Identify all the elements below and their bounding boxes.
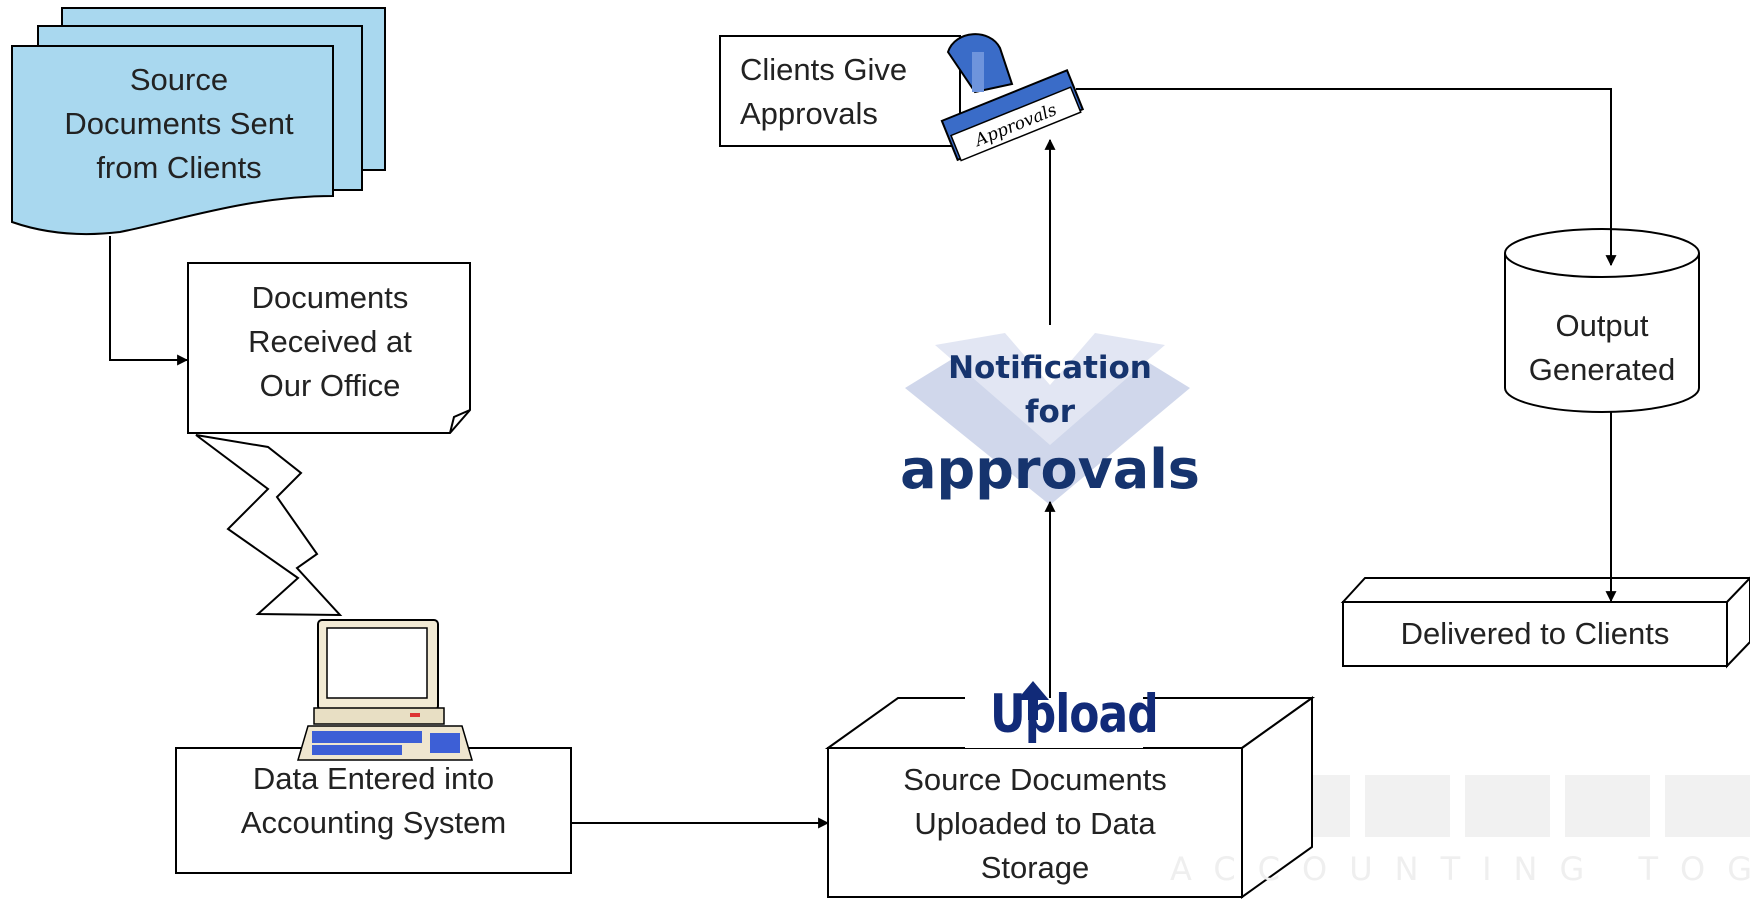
watermark-logo	[1165, 775, 1750, 837]
notification-line-2: for	[1024, 394, 1076, 430]
data-entered-line-1: Data Entered into	[252, 761, 495, 796]
documents-received-line-1: Documents	[251, 280, 409, 315]
source-documents-line-1: Source	[129, 62, 229, 97]
notification-label: Notification for	[920, 346, 1180, 434]
source-documents-line-3: from Clients	[96, 150, 262, 185]
uploaded-label: Source Documents Uploaded to Data Storag…	[830, 758, 1240, 890]
clients-approval-label: Clients Give Approvals	[740, 48, 960, 136]
output-cylinder	[1504, 228, 1700, 413]
source-documents-label: Source Documents Sent from Clients	[24, 58, 334, 190]
connectors	[109, 88, 1617, 829]
uploaded-line-3: Storage	[980, 850, 1090, 885]
documents-received-line-2: Received at	[248, 324, 412, 359]
documents-received-line-3: Our Office	[259, 368, 401, 403]
upload-arrow-icon	[1017, 681, 1049, 720]
uploaded-line-1: Source Documents	[903, 762, 1167, 797]
watermark-text: ACCOUNTING TOGETHER	[1170, 850, 1750, 888]
documents-received-shape	[187, 262, 471, 434]
computer-icon	[296, 619, 474, 761]
data-entered-box	[175, 747, 572, 874]
data-entered-line-2: Accounting System	[240, 805, 507, 840]
clients-approval-box	[719, 35, 961, 147]
source-documents-shape	[11, 7, 386, 236]
clients-approval-line-1: Clients Give	[740, 52, 908, 87]
clients-approval-line-2: Approvals	[740, 96, 878, 131]
notification-line-1: Notification	[948, 350, 1152, 386]
data-entered-label: Data Entered into Accounting System	[178, 757, 569, 845]
output-label: Output Generated	[1505, 304, 1699, 392]
lightning-connector	[195, 434, 343, 617]
upload-label: Upload	[990, 684, 1159, 746]
delivered-label: Delivered to Clients	[1400, 616, 1670, 651]
output-line-1: Output	[1555, 308, 1649, 343]
notification-approvals-word: approvals	[900, 438, 1200, 501]
storage-box-shape	[824, 696, 1316, 899]
approval-stamp-icon: Approvals	[940, 33, 1085, 162]
output-line-2: Generated	[1528, 352, 1676, 387]
documents-received-label: Documents Received at Our Office	[190, 276, 470, 408]
chevron-graphic	[905, 333, 1190, 505]
source-documents-line-2: Documents Sent	[64, 106, 294, 141]
uploaded-line-2: Uploaded to Data	[914, 806, 1156, 841]
upload-label-backdrop	[965, 678, 1143, 748]
